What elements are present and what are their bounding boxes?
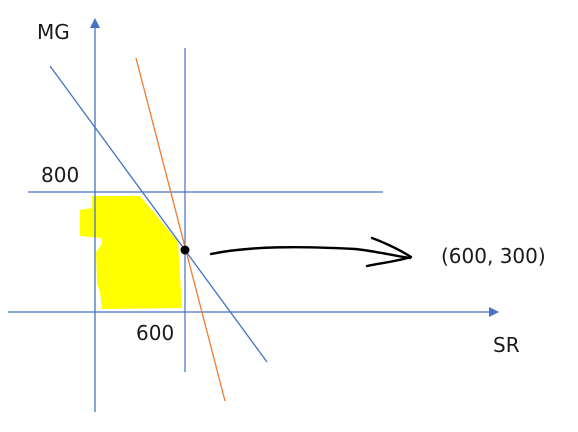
- intersection-point: [180, 245, 190, 255]
- blue-constraint-line: [49, 65, 268, 363]
- highlighted-region: [80, 196, 182, 309]
- x-value-label-600: 600: [136, 321, 174, 345]
- point-coordinate-label: (600, 300): [441, 244, 546, 268]
- y-axis-label: MG: [37, 20, 70, 44]
- orange-constraint-line: [135, 57, 226, 402]
- hand-drawn-arrowhead: [365, 236, 413, 268]
- hand-drawn-arrow: [209, 245, 412, 260]
- y-value-label-800: 800: [41, 163, 79, 187]
- x-axis-label: SR: [493, 333, 520, 357]
